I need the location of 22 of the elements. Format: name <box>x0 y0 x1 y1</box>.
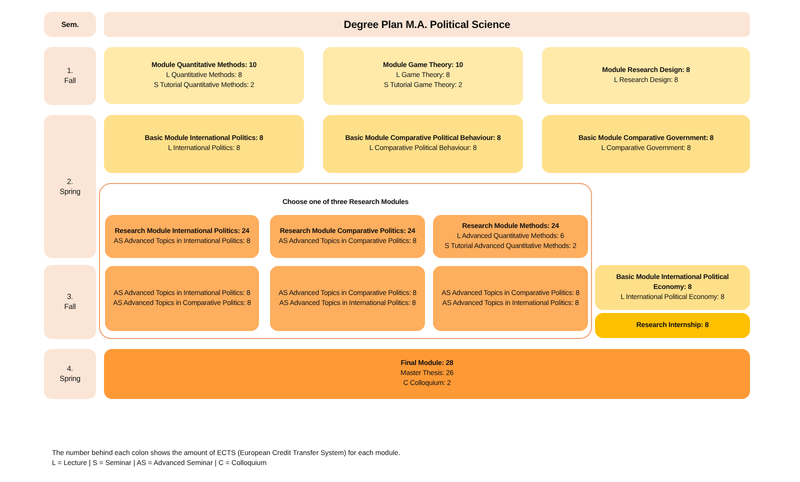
module-card <box>104 47 304 104</box>
module-card <box>323 115 523 173</box>
choice-group <box>99 183 592 339</box>
semester-label <box>44 12 96 37</box>
module-card <box>542 47 750 104</box>
module-card <box>433 266 588 331</box>
module-card <box>595 313 750 338</box>
module-card <box>104 349 750 399</box>
semester-label <box>44 265 96 339</box>
module-card <box>105 215 259 258</box>
module-card <box>270 266 425 331</box>
semester-label <box>44 47 96 105</box>
module-card <box>542 115 750 173</box>
module-card <box>595 265 750 310</box>
module-card <box>104 115 304 173</box>
semester-label <box>44 115 96 258</box>
module-card <box>433 215 588 258</box>
semester-label <box>44 349 96 399</box>
module-card <box>105 266 259 331</box>
module-card <box>323 47 523 105</box>
module-card <box>270 215 425 258</box>
title-banner: Degree Plan M.A. Political Science <box>104 12 750 37</box>
